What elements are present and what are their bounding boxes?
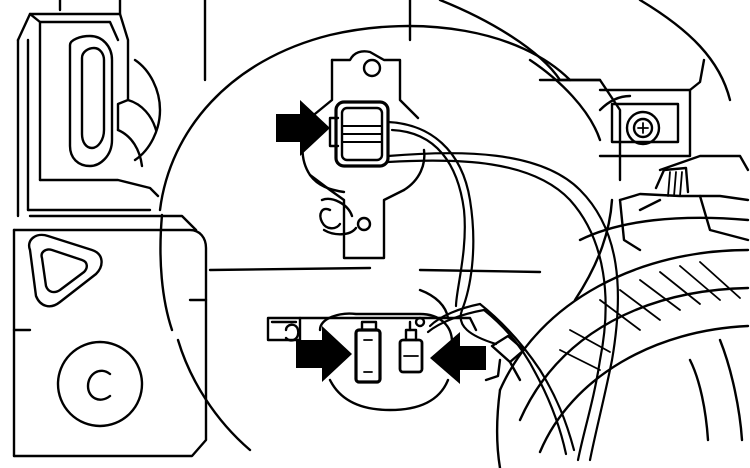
left-lower-housing xyxy=(12,214,208,458)
right-lower-fan-housing xyxy=(495,216,750,468)
lower-right-connector xyxy=(398,320,424,374)
left-mounting-bracket xyxy=(16,0,162,218)
round-cap xyxy=(56,340,144,428)
pointer-arrows xyxy=(276,100,486,384)
lower-left-arrow-icon xyxy=(296,326,352,382)
lower-bulb-socket xyxy=(266,288,478,412)
triangle-grommet xyxy=(27,233,103,308)
lower-left-connector xyxy=(354,320,382,384)
upper-arrow-icon xyxy=(276,100,330,156)
lower-right-arrow-icon xyxy=(430,332,486,384)
upper-connector xyxy=(328,100,390,168)
headlamp-housing-circle xyxy=(158,0,614,452)
right-upper-housing xyxy=(438,0,732,182)
right-connector-harness xyxy=(618,154,750,252)
wire-terminal xyxy=(484,334,526,382)
wiring-harness xyxy=(386,120,620,462)
